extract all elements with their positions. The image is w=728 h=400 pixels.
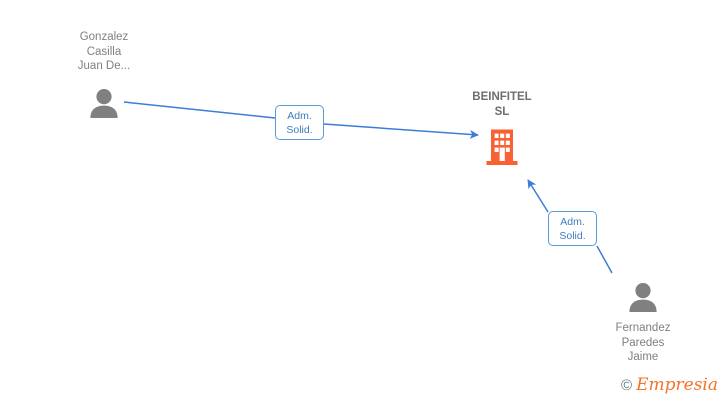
person-label-gonzalez: Gonzalez Casilla Juan De... [44, 30, 164, 74]
relation-label-line-2: Solid. [559, 230, 586, 242]
company-label: BEINFITEL SL [442, 90, 562, 119]
person-label-line-3: Juan De... [77, 60, 131, 72]
relation-label-line-1: Adm. [287, 110, 312, 122]
person-node-gonzalez[interactable]: Gonzalez Casilla Juan De... [44, 30, 164, 118]
building-icon[interactable] [485, 128, 519, 166]
relation-label-adm-solid-1[interactable]: Adm. Solid. [275, 105, 324, 140]
watermark: © Empresia [621, 377, 718, 394]
relation-label-adm-solid-2[interactable]: Adm. Solid. [548, 211, 597, 246]
person-label-line-2: Casilla [86, 45, 122, 58]
company-node-beinfitel[interactable]: BEINFITEL SL [442, 90, 562, 166]
relation-label-line-1: Adm. [560, 216, 585, 228]
person-label-fernandez: Fernandez Paredes Jaime [578, 321, 708, 365]
person-label-line-3: Jaime [627, 351, 659, 363]
person-icon[interactable] [87, 88, 121, 118]
person-label-line-1: Gonzalez [79, 31, 129, 43]
person-icon[interactable] [626, 282, 660, 312]
edge-fernandez-to-box [596, 245, 613, 274]
person-label-line-2: Paredes [621, 336, 665, 349]
person-node-fernandez[interactable]: Fernandez Paredes Jaime [578, 282, 708, 365]
relation-label-line-2: Solid. [286, 124, 313, 136]
brand-logo-empresia: Empresia [636, 375, 718, 395]
company-label-line-2: SL [494, 105, 510, 118]
company-label-line-1: BEINFITEL [472, 91, 532, 103]
edge-box-to-company-2 [527, 179, 549, 213]
copyright-icon: © [621, 377, 633, 394]
person-label-line-1: Fernandez [615, 322, 671, 334]
